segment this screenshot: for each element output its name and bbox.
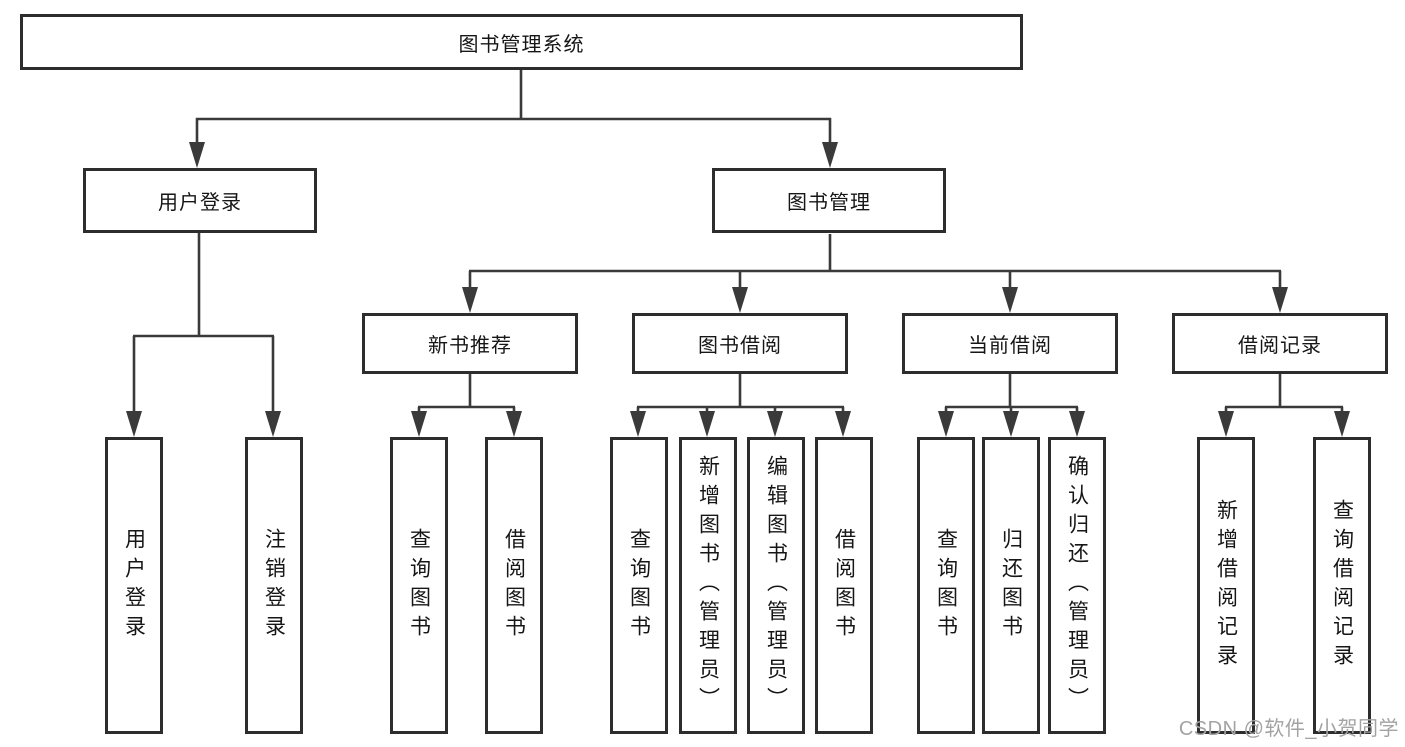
node-leaf-return-books: 归还图书 <box>982 437 1040 734</box>
node-current-borrowing: 当前借阅 <box>902 313 1118 374</box>
node-leaf-query-books-1: 查询图书 <box>390 437 448 734</box>
node-leaf-user-login: 用户登录 <box>105 437 163 734</box>
node-book-borrowing: 图书借阅 <box>632 313 848 374</box>
node-leaf-query-books-3: 查询图书 <box>917 437 975 734</box>
node-new-book-recommend: 新书推荐 <box>362 313 578 374</box>
node-leaf-add-books-admin: 新增图书（管理员） <box>679 437 737 734</box>
node-leaf-add-borrow-record: 新增借阅记录 <box>1197 437 1255 734</box>
node-leaf-borrow-books-1: 借阅图书 <box>485 437 543 734</box>
node-book-management: 图书管理 <box>712 168 946 233</box>
node-leaf-confirm-return-admin: 确认归还（管理员） <box>1048 437 1106 734</box>
node-user-login: 用户登录 <box>83 168 317 233</box>
node-root: 图书管理系统 <box>20 14 1023 70</box>
node-leaf-borrow-books-2: 借阅图书 <box>815 437 873 734</box>
node-leaf-edit-books-admin: 编辑图书（管理员） <box>747 437 805 734</box>
node-leaf-query-borrow-record: 查询借阅记录 <box>1313 437 1371 734</box>
node-borrowing-records: 借阅记录 <box>1172 313 1388 374</box>
node-leaf-logout: 注销登录 <box>245 437 303 734</box>
node-leaf-query-books-2: 查询图书 <box>610 437 668 734</box>
csdn-watermark: CSDN @软件_小贺同学 <box>1178 718 1399 740</box>
arrowheads <box>126 142 1350 437</box>
